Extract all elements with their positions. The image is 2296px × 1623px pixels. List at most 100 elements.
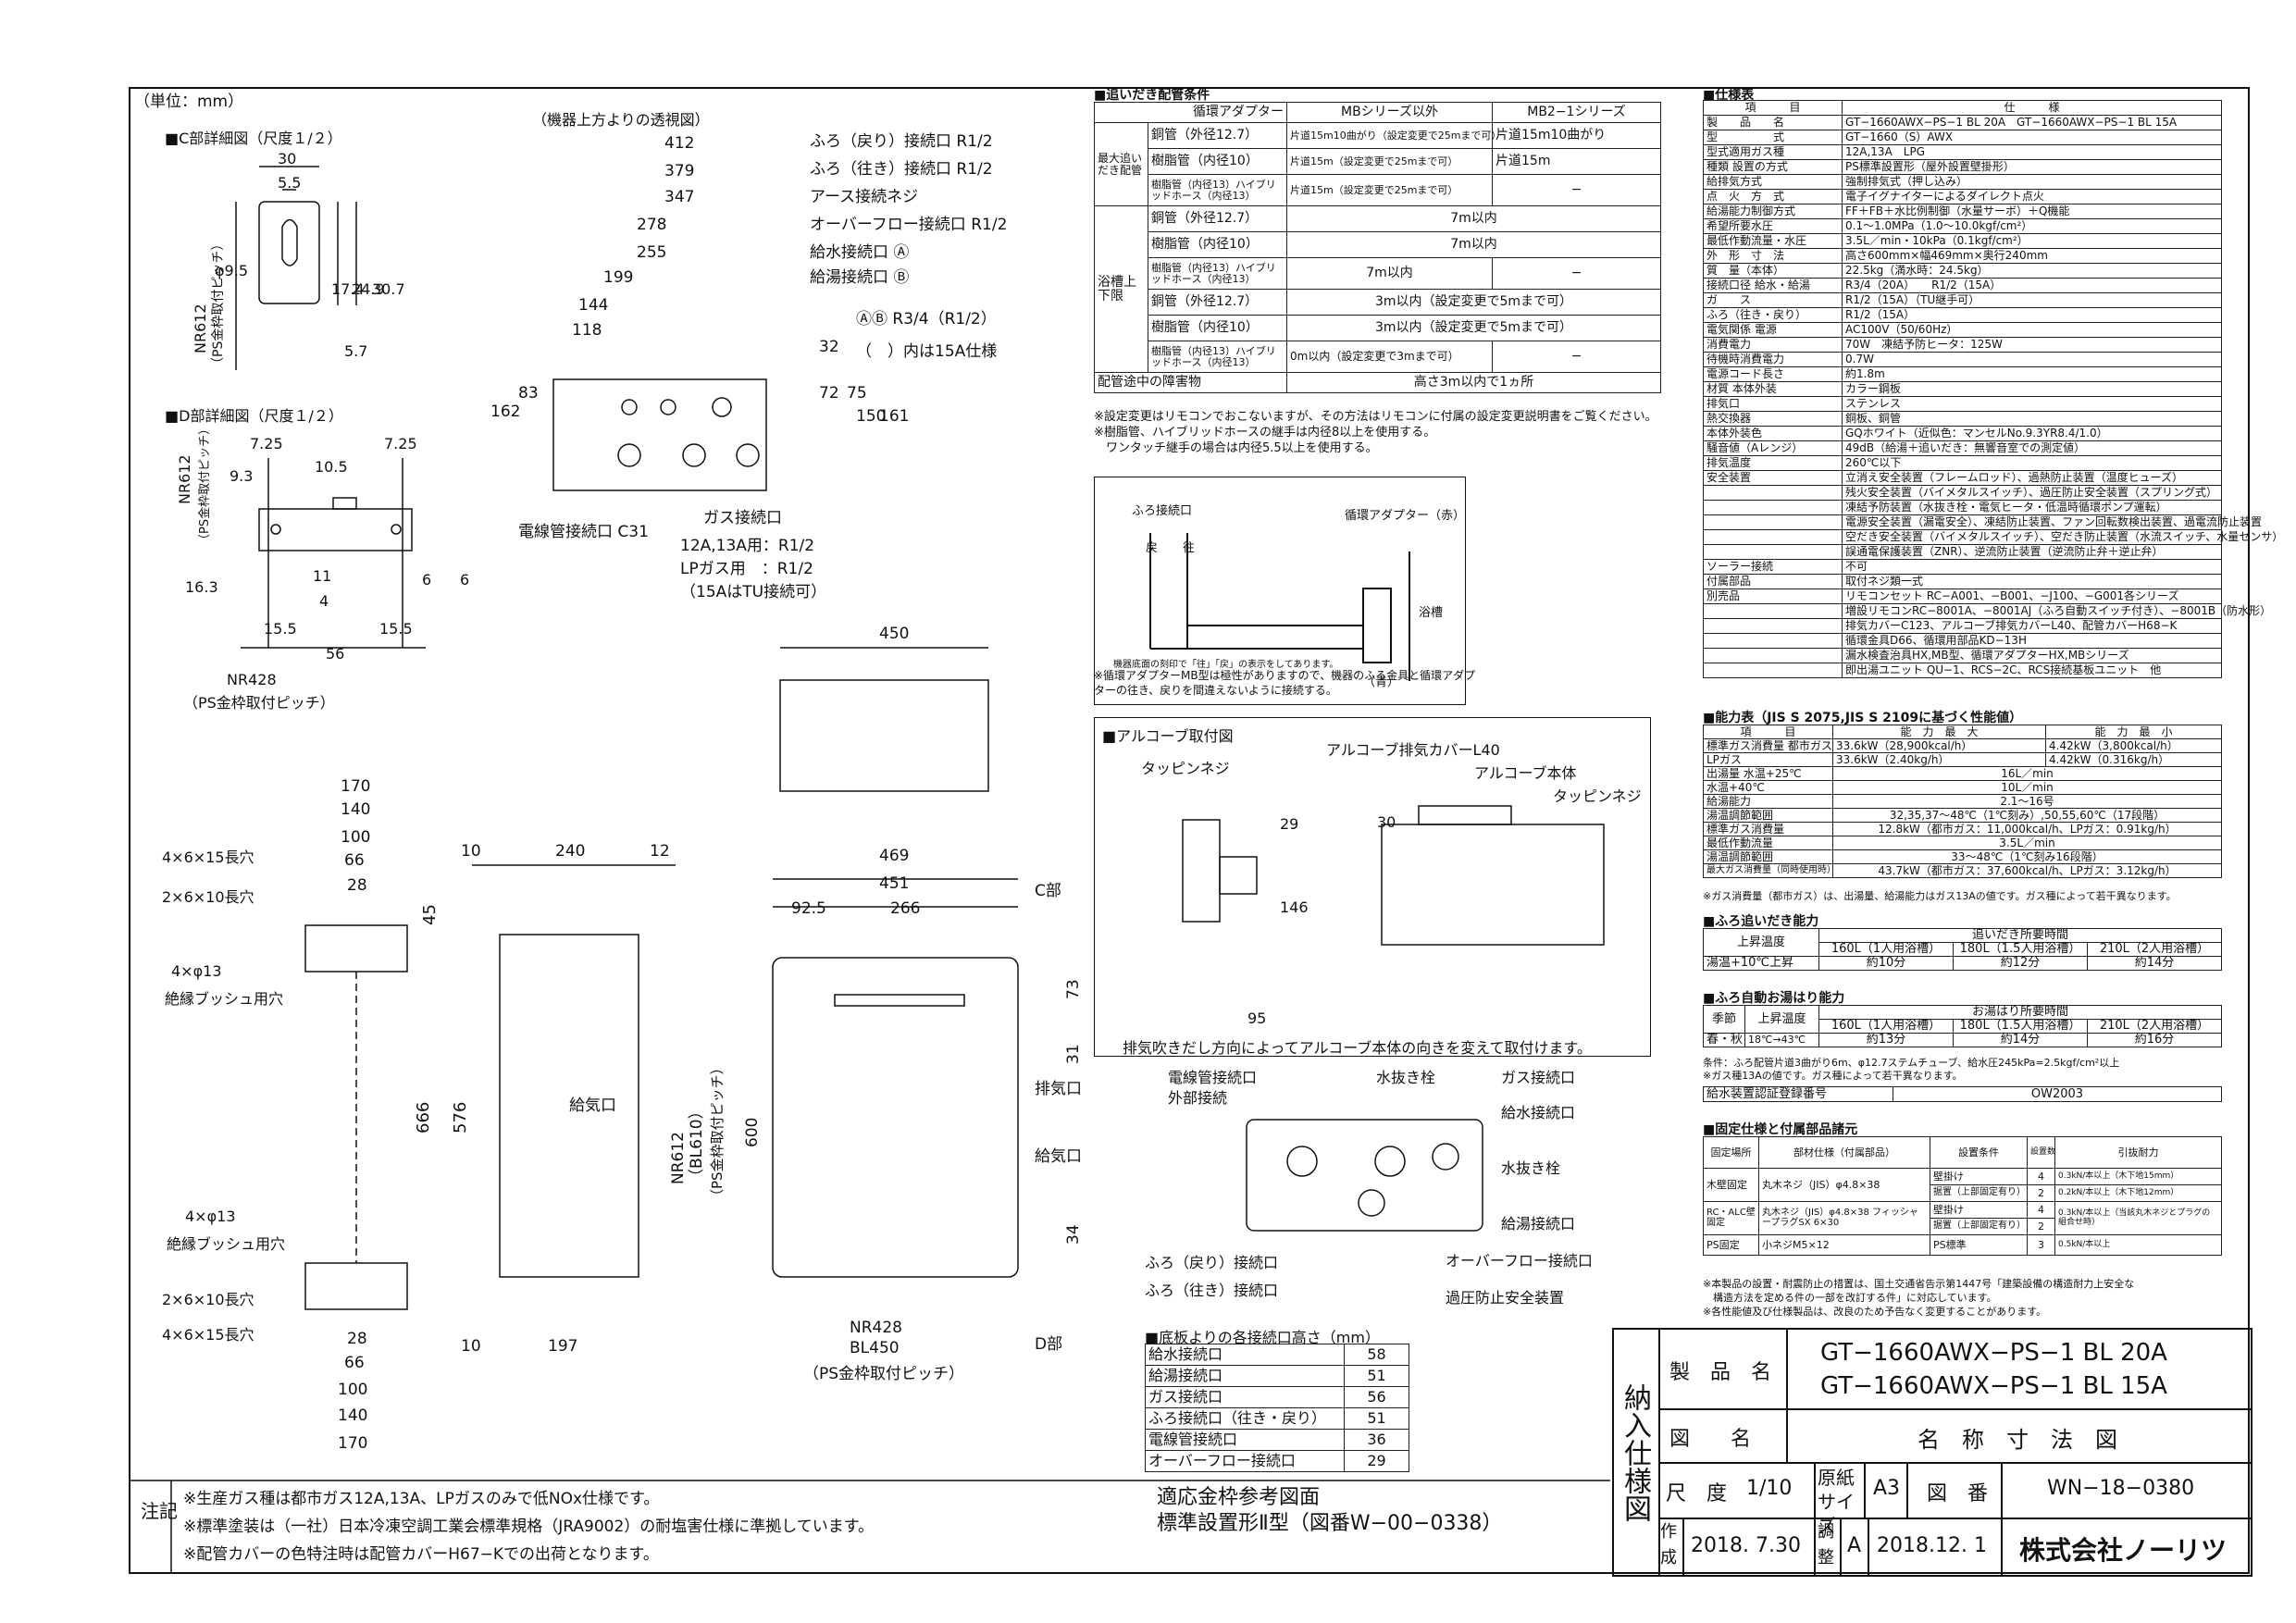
svg-text:12A,13A用：R1/2: 12A,13A用：R1/2 bbox=[680, 537, 814, 555]
table-row: RC・ALC壁固定丸木ネジ（JIS）φ4.8×38 フィッシャープラグSX 6×… bbox=[1703, 1201, 2222, 1235]
table-row: 別売品リモコンセット RC−A001、−B001、−J100、−G001各シリー… bbox=[1703, 588, 2222, 604]
svg-text:9.3: 9.3 bbox=[230, 467, 253, 485]
sheet-frame bbox=[129, 87, 2250, 1574]
svg-text:給気口: 給気口 bbox=[569, 1096, 616, 1115]
front-labels: C部 排気口 給気口 D部 bbox=[1035, 882, 1082, 1354]
table-row: 排気カバーC123、アルコーブ排気カバーL40、配管カバーH68−K bbox=[1703, 618, 2222, 634]
svg-text:オーバーフロー接続口 R1/2: オーバーフロー接続口 R1/2 bbox=[810, 216, 1007, 234]
svg-text:16.3: 16.3 bbox=[185, 578, 218, 596]
svg-text:45: 45 bbox=[420, 904, 440, 925]
svg-text:144: 144 bbox=[578, 296, 608, 315]
table-row: 点 火 方 式電子イグナイターによるダイレクト点火 bbox=[1703, 189, 2222, 204]
svg-text:199: 199 bbox=[603, 268, 633, 287]
table-row: 残火安全装置（バイメタルスイッチ）、過圧防止安全装置（スプリング式） bbox=[1703, 485, 2222, 501]
reheat-notes: ※設定変更はリモコンでおこないますが、その方法はリモコンに付属の設定変更説明書を… bbox=[1094, 410, 1657, 455]
bath-auto-notes: 条件：ふろ配管片道3曲がり6m、φ12.7ステムチューブ、給水圧245kPa=2… bbox=[1703, 1057, 2120, 1082]
svg-text:水抜き栓: 水抜き栓 bbox=[1376, 1069, 1435, 1086]
svg-text:タッピンネジ: タッピンネジ bbox=[1141, 760, 1230, 777]
svg-text:2×6×10長穴: 2×6×10長穴 bbox=[162, 1291, 254, 1308]
alcove-box: ■アルコーブ取付図 タッピンネジ アルコーブ排気カバーL40 アルコーブ本体 タ… bbox=[1094, 717, 1651, 1057]
adapter-note: ※循環アダプターMB型は極性がありますので、機器のふろ金具と循環アダプターの往き… bbox=[1094, 669, 1476, 697]
svg-text:146: 146 bbox=[1280, 898, 1309, 916]
fix-title: ■固定仕様と付属部品諸元 bbox=[1703, 1122, 1858, 1137]
spec-title: ■仕様表 bbox=[1703, 88, 1755, 103]
c-pitch-sub: （PS金枠取付ピッチ） bbox=[211, 238, 226, 370]
table-row: 増設リモコンRC−8001A、−8001AJ（ふろ自動スイッチ付き）、−8001… bbox=[1703, 603, 2271, 619]
svg-text:72: 72 bbox=[819, 384, 839, 403]
svg-text:83: 83 bbox=[518, 384, 539, 403]
svg-text:347: 347 bbox=[664, 188, 694, 206]
svg-text:（15AはTU接続可）: （15AはTU接続可） bbox=[680, 583, 826, 601]
c-detail-figure bbox=[235, 166, 357, 370]
bath-auto-table: 季節上昇温度お湯はり所要時間 160L（1人用浴槽）180L（1.5人用浴槽）2… bbox=[1703, 1005, 2223, 1047]
svg-text:576: 576 bbox=[451, 1102, 470, 1134]
svg-text:（BL610）: （BL610） bbox=[688, 1103, 706, 1184]
svg-text:30.7: 30.7 bbox=[372, 280, 405, 298]
svg-text:379: 379 bbox=[664, 162, 694, 180]
svg-text:6: 6 bbox=[460, 571, 469, 588]
svg-text:451: 451 bbox=[879, 874, 909, 893]
reference-drawing: 適応金枠参考図面 標準設置形Ⅱ型（図番W−00−0338） bbox=[1157, 1486, 1503, 1535]
svg-text:56: 56 bbox=[326, 645, 344, 663]
fix-notes: ※本製品の設置・耐震防止の措置は、国土交通省告示第1447号「建築設備の構造耐力… bbox=[1703, 1278, 2135, 1318]
scale-row: 尺 度 1/10 原紙サイズ A3 図 番 WN−18−0380 bbox=[1658, 1462, 2251, 1537]
table-row: 電源安全装置（漏電安全）、凍結防止装置、ファン回転数検出装置、過電流防止装置 bbox=[1703, 514, 2262, 530]
bottom-view: 電線管接続口 外部接続 水抜き栓 ガス接続口 給水接続口 水抜き栓 給湯接続口 … bbox=[1145, 1069, 1593, 1307]
notes-text: ※生産ガス種は都市ガス12A,13A、LPガスのみで低NOx仕様です。 ※標準塗… bbox=[183, 1490, 874, 1564]
svg-text:95: 95 bbox=[1247, 1010, 1266, 1027]
front-view-figure bbox=[772, 878, 1019, 1278]
d-pitch-sub: （PS金枠取付ピッチ） bbox=[197, 423, 212, 546]
svg-text:412: 412 bbox=[664, 134, 694, 153]
svg-text:過圧防止安全装置: 過圧防止安全装置 bbox=[1446, 1289, 1564, 1307]
top-view-labels: ふろ（戻り）接続口 R1/2 ふろ（往き）接続口 R1/2 アース接続ネジ オー… bbox=[518, 132, 1007, 601]
date-row: 作成 2018. 7.30 調整 A 2018.12. 1 株式会社ノーリツ bbox=[1658, 1518, 2251, 1575]
svg-text:7.25: 7.25 bbox=[384, 435, 417, 452]
svg-text:10.5: 10.5 bbox=[315, 458, 348, 476]
svg-text:10: 10 bbox=[461, 1337, 481, 1356]
svg-text:循環アダプター（赤）: 循環アダプター（赤） bbox=[1345, 509, 1465, 523]
svg-text:162: 162 bbox=[490, 403, 520, 421]
svg-text:6: 6 bbox=[422, 571, 431, 588]
notes-label: 注記 bbox=[141, 1500, 178, 1522]
svg-text:75: 75 bbox=[847, 384, 867, 403]
fix-table: 固定場所部材仕様（付属部品）設置条件設置数引抜耐力 木壁固定丸木ネジ（JIS）φ… bbox=[1703, 1136, 2222, 1256]
svg-text:ガス接続口: ガス接続口 bbox=[703, 509, 782, 527]
svg-text:戻: 戻 bbox=[1146, 541, 1158, 555]
svg-text:140: 140 bbox=[338, 1406, 367, 1425]
svg-text:240: 240 bbox=[555, 842, 585, 861]
svg-text:118: 118 bbox=[572, 321, 602, 340]
dimension-drawings: （単位：mm） ■C部詳細図（尺度１/２） 30 5.5 φ9.5 17.4 2… bbox=[129, 87, 2250, 1574]
top-view-dims: 412 379 347 278 255 199 144 118 162 83 3… bbox=[490, 134, 909, 426]
svg-text:NR612: NR612 bbox=[669, 1132, 688, 1184]
table-row: ふろ（往き・戻り）R1/2（15A） bbox=[1703, 307, 2222, 323]
svg-text:4×6×15長穴: 4×6×15長穴 bbox=[162, 849, 254, 866]
product-row: 製 品 名 GT−1660AWX−PS−1 BL 20A GT−1660AWX−… bbox=[1658, 1330, 2251, 1410]
svg-text:15.5: 15.5 bbox=[264, 620, 297, 638]
svg-text:給水接続口: 給水接続口 bbox=[1501, 1104, 1575, 1121]
c-dims: 30 5.5 φ9.5 17.4 24.9 30.7 5.7 bbox=[215, 150, 405, 360]
drawing-name-row: 図 名 名 称 寸 法 図 bbox=[1658, 1408, 2251, 1464]
table-row: 誤通電保護装置（ZNR）、逆流防止装置（逆流防止弁＋逆止弁） bbox=[1703, 544, 2222, 560]
svg-text:給水接続口 Ⓐ: 給水接続口 Ⓐ bbox=[810, 243, 909, 262]
svg-text:170: 170 bbox=[338, 1434, 367, 1453]
svg-text:4×φ13: 4×φ13 bbox=[171, 962, 222, 980]
width-450: 450 bbox=[879, 625, 909, 643]
table-row: 外 形 寸 法高さ600mm×幅469mm×奥行240mm bbox=[1703, 248, 2222, 264]
svg-text:11: 11 bbox=[313, 567, 331, 585]
svg-text:197: 197 bbox=[548, 1337, 577, 1356]
